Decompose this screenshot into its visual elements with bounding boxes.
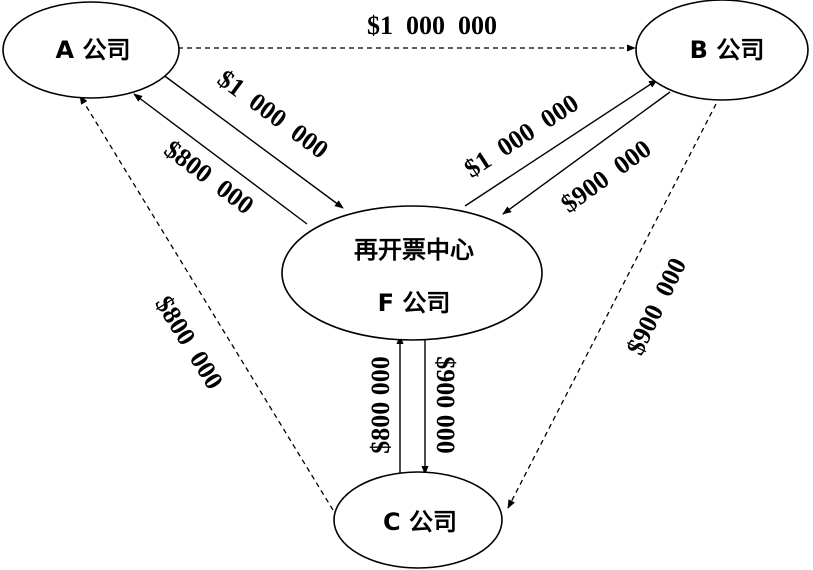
node-a-label: A 公司 <box>56 36 131 64</box>
edge-label-a-to-f: $1 000 000 <box>212 64 334 165</box>
edge-label-c-to-f: $800 000 <box>366 356 395 454</box>
edge-label-f-to-c: $900 000 <box>431 356 460 454</box>
edge-f-to-b <box>464 79 658 207</box>
node-b <box>635 0 809 101</box>
node-f-label-line2: F 公司 <box>378 289 451 317</box>
node-f-label-line1: 再开票中心 <box>354 236 474 264</box>
edge-label-c-to-a: $800 000 <box>149 291 229 395</box>
edge-b-to-f <box>502 91 671 215</box>
edge-a-to-f <box>161 73 344 209</box>
node-b-label: B 公司 <box>690 36 765 64</box>
edge-label-a-to-b: $1 000 000 <box>367 11 497 40</box>
node-f <box>281 205 543 341</box>
edge-b-to-c <box>507 103 717 509</box>
node-a <box>2 1 180 99</box>
edge-f-to-a <box>133 93 308 225</box>
node-c <box>333 471 503 569</box>
node-c-label: C 公司 <box>383 508 457 536</box>
edge-label-b-to-f: $900 000 <box>555 134 656 219</box>
edge-label-b-to-c: $900 000 <box>621 253 693 359</box>
